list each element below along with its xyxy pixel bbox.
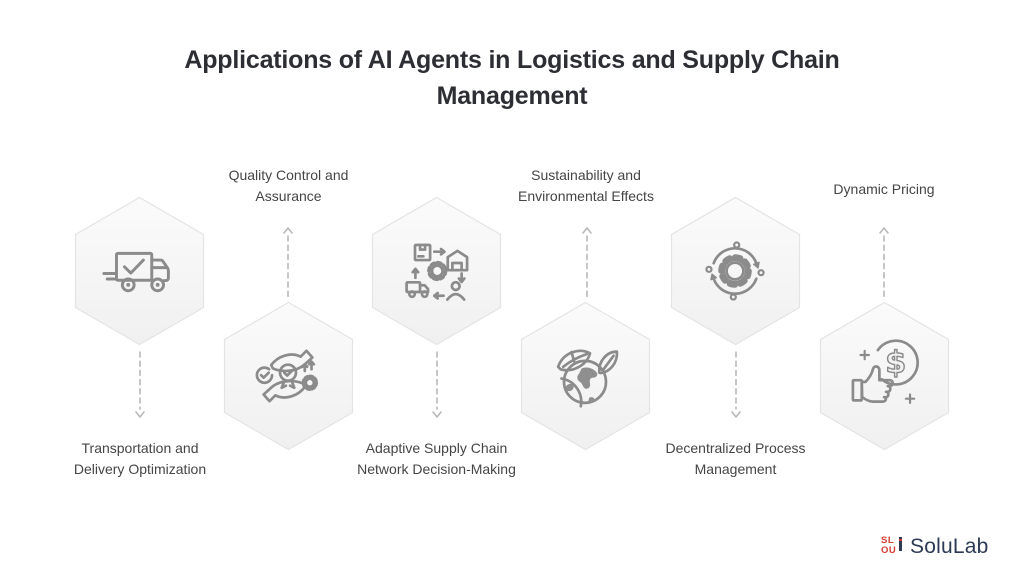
solulab-logo-text: SoluLab bbox=[910, 535, 989, 558]
page-title: Applications of AI Agents in Logistics a… bbox=[184, 46, 840, 110]
label-transportation: Transportation and Delivery Optimization bbox=[73, 440, 207, 477]
solulab-logo-icon: SL OU bbox=[881, 536, 903, 558]
hexagon-dynamic-pricing bbox=[819, 301, 950, 451]
hexagon-adaptive bbox=[371, 196, 502, 346]
logo-mark-bar bbox=[899, 537, 902, 551]
supply-chain-cycle-icon bbox=[405, 243, 469, 301]
label-adaptive: Adaptive Supply Chain Network Decision-M… bbox=[357, 440, 516, 477]
arrow-up-dynamic-pricing bbox=[879, 227, 889, 299]
svg-text:$: $ bbox=[885, 346, 906, 381]
arrow-up-quality bbox=[283, 227, 293, 299]
hexagon-decentralized bbox=[670, 196, 801, 346]
arrow-down-decentralized bbox=[731, 351, 741, 418]
label-quality: Quality Control and Assurance bbox=[228, 167, 349, 204]
gear-orbit-icon bbox=[705, 241, 765, 301]
logo-mark-bottom: OU bbox=[881, 544, 897, 556]
arrow-down-adaptive bbox=[432, 351, 442, 418]
solulab-logo: SL OU SoluLab bbox=[881, 535, 988, 559]
hands-quality-badge-icon bbox=[255, 349, 319, 403]
delivery-truck-check-icon bbox=[102, 251, 170, 293]
hexagon-transportation bbox=[74, 196, 205, 346]
logo-mark-top: SL bbox=[881, 535, 895, 546]
label-decentralized: Decentralized Process Management bbox=[665, 440, 806, 477]
label-sustainability: Sustainability and Environmental Effects bbox=[518, 167, 654, 204]
thumbs-up-dollar-icon: $ bbox=[851, 339, 919, 404]
arrow-down-transportation bbox=[135, 351, 145, 418]
globe-leaves-icon bbox=[556, 349, 619, 408]
arrow-up-sustainability bbox=[582, 227, 592, 299]
label-dynamic-pricing: Dynamic Pricing bbox=[833, 181, 935, 197]
